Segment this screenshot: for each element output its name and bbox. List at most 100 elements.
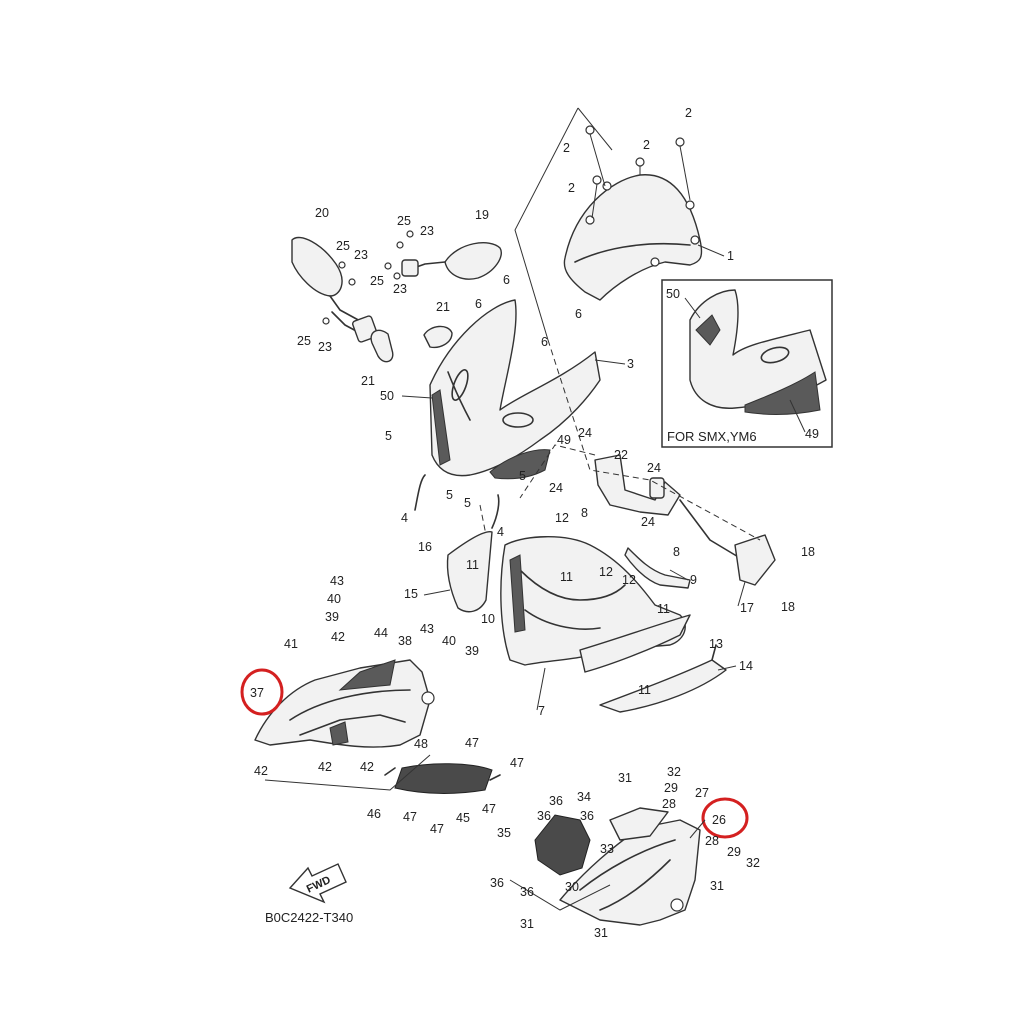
- part-label: 24: [578, 426, 592, 440]
- part-label: 2: [643, 138, 650, 152]
- upper-cowling: [429, 299, 601, 477]
- inset-caption: FOR SMX,YM6: [667, 429, 757, 444]
- right-mirror: [401, 242, 502, 280]
- highlight-circle-26: [701, 797, 749, 839]
- part-label: 8: [581, 506, 588, 520]
- part-label: 36: [549, 794, 563, 808]
- part-label: 29: [727, 845, 741, 859]
- part-label: 12: [599, 565, 613, 579]
- part-label: 47: [465, 736, 479, 750]
- part-label: 10: [481, 612, 495, 626]
- highlight-circle-37: [240, 668, 284, 716]
- part-label: 35: [497, 826, 511, 840]
- part-label: 43: [420, 622, 434, 636]
- part-label: 21: [436, 300, 450, 314]
- part-label: 20: [315, 206, 329, 220]
- part-label: 5: [446, 488, 453, 502]
- part-label: 3: [627, 357, 634, 371]
- part-label: 39: [465, 644, 479, 658]
- part-label: 50: [380, 389, 394, 403]
- part-label: 17: [740, 601, 754, 615]
- part-label: 49: [557, 433, 571, 447]
- part-label: 15: [404, 587, 418, 601]
- part-label: 5: [519, 469, 526, 483]
- part-label: 12: [555, 511, 569, 525]
- part-label: 47: [403, 810, 417, 824]
- part-label: 2: [568, 181, 575, 195]
- part-label: 24: [647, 461, 661, 475]
- part-label: 42: [254, 764, 268, 778]
- part-label: 8: [673, 545, 680, 559]
- part-label: 36: [520, 885, 534, 899]
- part-label: 43: [330, 574, 344, 588]
- mesh-grille-34: [534, 814, 591, 876]
- part-label: 36: [580, 809, 594, 823]
- cowling-stay: [594, 454, 776, 586]
- part-label: 2: [685, 106, 692, 120]
- part-label: 24: [549, 481, 563, 495]
- part-label: 23: [393, 282, 407, 296]
- forward-direction-arrow: FWD: [288, 863, 347, 904]
- right-side-cowling: [559, 807, 701, 926]
- part-label: 42: [331, 630, 345, 644]
- part-number-labels: 1 2 2 2 2 3 4 4 5 5 5 5 6 6 6 6 7 8 8 9 …: [250, 106, 819, 940]
- part-label: 44: [374, 626, 388, 640]
- part-label: 11: [657, 602, 670, 616]
- part-label: 37: [250, 686, 264, 700]
- drawing-code: B0C2422-T340: [265, 910, 353, 925]
- part-label: 48: [414, 737, 428, 751]
- wire-part-4: [414, 474, 426, 511]
- part-label: 38: [398, 634, 412, 648]
- part-label: 30: [565, 880, 579, 894]
- part-label: 41: [284, 637, 298, 651]
- part-label: 31: [618, 771, 632, 785]
- part-label: 50: [666, 287, 680, 301]
- part-label: 11: [638, 683, 651, 697]
- part-label: 21: [361, 374, 375, 388]
- part-label: 36: [537, 809, 551, 823]
- part-label: 11: [466, 558, 479, 572]
- part-label: 31: [594, 926, 608, 940]
- part-label: 45: [456, 811, 470, 825]
- part-label: 40: [327, 592, 341, 606]
- mirror-gaskets: [370, 325, 453, 363]
- part-label: 1: [727, 249, 734, 263]
- part-label: 13: [709, 637, 723, 651]
- part-label: 9: [690, 573, 697, 587]
- part-label: 23: [420, 224, 434, 238]
- part-label: 25: [297, 334, 311, 348]
- part-label: 23: [354, 248, 368, 262]
- part-label: 6: [503, 273, 510, 287]
- part-label: 24: [641, 515, 655, 529]
- part-label: 25: [397, 214, 411, 228]
- part-label: 32: [746, 856, 760, 870]
- variant-inset: [661, 279, 833, 448]
- part-label: 42: [318, 760, 332, 774]
- part-label: 25: [336, 239, 350, 253]
- mirror-hardware: [322, 230, 414, 325]
- windscreen-part: [563, 174, 703, 301]
- left-side-cowling: [254, 659, 435, 748]
- part-label: 36: [490, 876, 504, 890]
- part-label: 31: [710, 879, 724, 893]
- part-label: 25: [370, 274, 384, 288]
- part-label: 23: [318, 340, 332, 354]
- part-label: 22: [614, 448, 628, 462]
- part-label: 11: [560, 570, 573, 584]
- part-label: 29: [664, 781, 678, 795]
- wire-part-4b: [491, 494, 500, 529]
- mesh-grille-45: [394, 763, 493, 794]
- part-label: 2: [563, 141, 570, 155]
- duct-9: [579, 614, 691, 673]
- part-label: 12: [622, 573, 636, 587]
- part-label: 6: [541, 335, 548, 349]
- part-label: 4: [401, 511, 408, 525]
- part-label: 47: [510, 756, 524, 770]
- part-label: 33: [600, 842, 614, 856]
- part-label: 34: [577, 790, 591, 804]
- part-label: 19: [475, 208, 489, 222]
- part-label: 28: [662, 797, 676, 811]
- part-label: 40: [442, 634, 456, 648]
- part-label: 31: [520, 917, 534, 931]
